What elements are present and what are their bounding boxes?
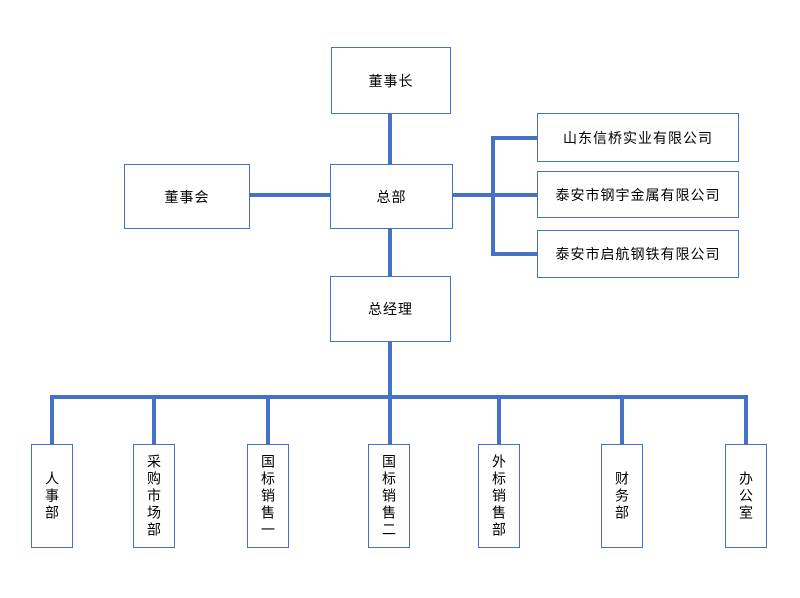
connector-board-headquarters [249,193,331,197]
node-board: 董事会 [124,164,250,229]
connector-chairman-headquarters [388,113,392,165]
node-subsidiary-3: 泰安市启航钢铁有限公司 [537,230,739,278]
node-dept-caigou-shichang: 采购市场部 [133,444,175,548]
node-chairman-label: 董事长 [368,72,414,89]
connector-branch-subsidiary3 [491,252,537,256]
node-dept-caiwu: 财务部 [601,444,643,548]
node-general-manager-label: 总经理 [368,301,413,317]
node-subsidiary-2: 泰安市钢宇金属有限公司 [537,171,739,218]
connector-subsidiaries-trunk [491,136,495,256]
node-subsidiary-3-label: 泰安市启航钢铁有限公司 [555,246,721,262]
connector-drop-dept5 [497,395,501,444]
connector-drop-dept6 [620,395,624,444]
connector-drop-dept7 [744,395,748,444]
node-headquarters: 总部 [330,164,453,229]
connector-drop-dept1 [50,395,54,444]
node-dept-caiwu-label: 财务部 [614,470,630,522]
node-headquarters-label: 总部 [376,188,407,205]
node-dept-bangongshi-label: 办公室 [738,470,754,522]
node-dept-bangongshi: 办公室 [725,444,767,548]
connector-gm-bus [388,341,392,444]
node-dept-renshi-label: 人事部 [44,470,60,522]
node-dept-guobiao-xiaoshou-2: 国标销售二 [368,444,410,548]
node-dept-caigou-shichang-label: 采购市场部 [146,453,162,539]
connector-departments-bus [50,395,748,399]
node-subsidiary-1: 山东信桥实业有限公司 [537,113,739,162]
node-board-label: 董事会 [164,188,210,205]
node-dept-guobiao-xiaoshou-2-label: 国标销售二 [381,453,397,539]
node-dept-waibiao-xiaoshou-label: 外标销售部 [491,453,507,539]
connector-drop-dept3 [266,395,270,444]
connector-drop-dept2 [152,395,156,444]
connector-branch-subsidiary1 [491,136,537,140]
node-dept-waibiao-xiaoshou: 外标销售部 [478,444,520,548]
node-dept-renshi: 人事部 [31,444,73,548]
node-subsidiary-1-label: 山东信桥实业有限公司 [563,129,713,146]
node-general-manager: 总经理 [330,276,451,342]
node-chairman: 董事长 [331,47,451,114]
connector-headquarters-gm [388,228,392,277]
node-dept-guobiao-xiaoshou-1-label: 国标销售一 [260,453,276,539]
node-subsidiary-2-label: 泰安市钢宇金属有限公司 [555,186,721,203]
node-dept-guobiao-xiaoshou-1: 国标销售一 [247,444,289,548]
